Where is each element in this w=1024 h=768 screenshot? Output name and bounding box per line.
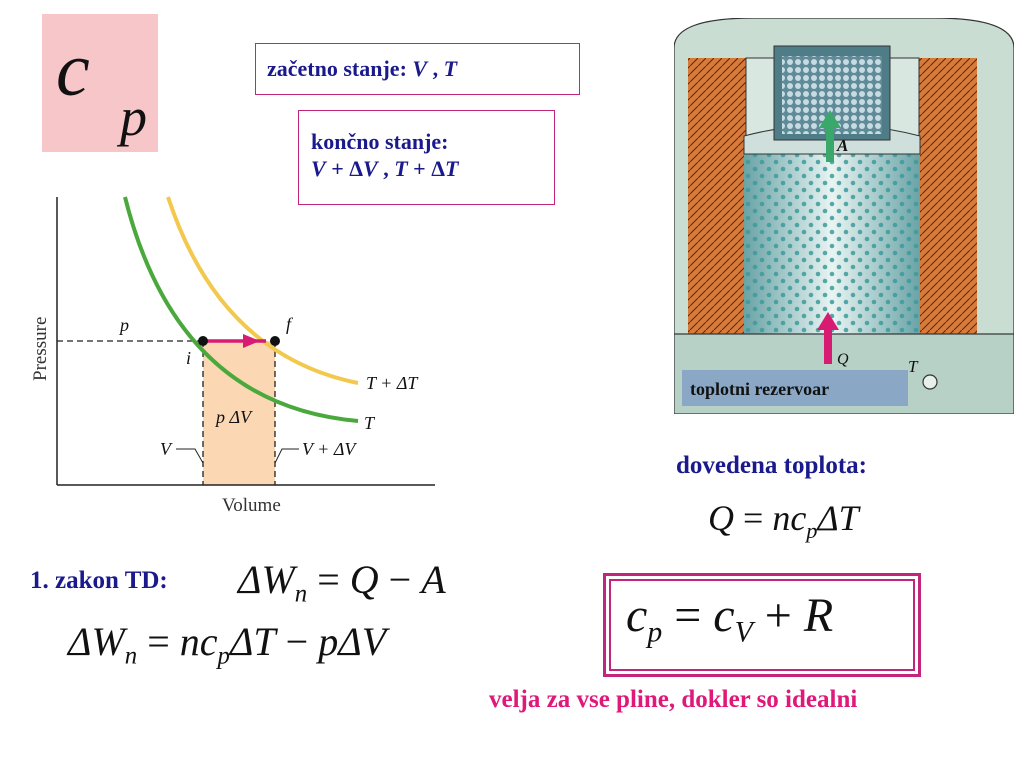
ideal-gas-note: velja za vse pline, dokler so idealni (489, 686, 858, 713)
work-label: p ΔV (214, 407, 253, 427)
V-leader (176, 448, 204, 464)
isotherm-T-label: T (364, 413, 376, 433)
isotherm-T-plus-dT-label: T + ΔT (366, 373, 419, 393)
first-law-expanded-equation: ΔWn = ncpΔT − pΔV (68, 619, 387, 670)
V-label: V (160, 439, 173, 459)
V-dV-leader (274, 448, 299, 464)
first-law-equation: ΔWn = Q − A (238, 557, 446, 608)
heat-equation: Q = ncpΔT (708, 498, 859, 543)
final-state-box: končno stanje: V + ΔV , T + ΔT (298, 110, 555, 205)
initial-state-T: T (443, 56, 458, 81)
heat-label: dovedena toplota: (676, 452, 867, 479)
thermometer-knob (922, 374, 938, 390)
mayer-relation-box: cp = cV + R (603, 573, 921, 677)
isotherm-T-plus-dT (166, 196, 359, 385)
f-label: f (286, 314, 294, 334)
initial-state-sep: , (427, 56, 444, 81)
cp-title-box: c p (42, 14, 158, 152)
heat-arrow-shaft (824, 328, 832, 364)
point-f (270, 336, 280, 346)
insulation-left (688, 58, 746, 336)
reservoir-label: toplotni rezervoar (690, 379, 829, 399)
insulation-right (919, 58, 977, 336)
process-arrowhead (243, 334, 260, 348)
p-label: p (118, 315, 129, 335)
final-state-label: končno stanje: (311, 129, 449, 154)
work-arrow-head (819, 110, 841, 128)
work-arrow-shaft (826, 126, 834, 162)
mayer-equation: cp = cV + R (626, 589, 834, 649)
reservoir-label-bg (682, 370, 908, 406)
cp-title-c: c (56, 28, 90, 112)
point-i (198, 336, 208, 346)
mayer-inner-border (609, 579, 915, 671)
cylinder-illustration: A toplotni rezervoar Q T (674, 18, 1014, 414)
cp-title-p: p (120, 87, 147, 147)
final-state-values: V + ΔV , T + ΔT (311, 156, 459, 181)
isotherm-T (123, 196, 359, 423)
initial-state-label: začetno stanje: (267, 56, 407, 81)
i-label: i (186, 348, 191, 368)
Q-label: Q (837, 351, 849, 368)
first-law-label: 1. zakon TD: (30, 567, 168, 594)
initial-state-box: začetno stanje: V , T (255, 43, 580, 95)
T-label: T (908, 357, 919, 376)
V-dV-label: V + ΔV (302, 439, 357, 459)
heat-arrow-head (817, 312, 839, 330)
gas-molecules (744, 152, 920, 334)
x-axis-label: Volume (222, 495, 281, 516)
initial-state-V: V (412, 56, 428, 81)
A-label: A (836, 136, 848, 155)
pv-diagram: p i f p ΔV T + ΔT T V V + ΔV Volume Pres… (30, 196, 435, 516)
y-axis-label: Pressure (30, 317, 51, 381)
